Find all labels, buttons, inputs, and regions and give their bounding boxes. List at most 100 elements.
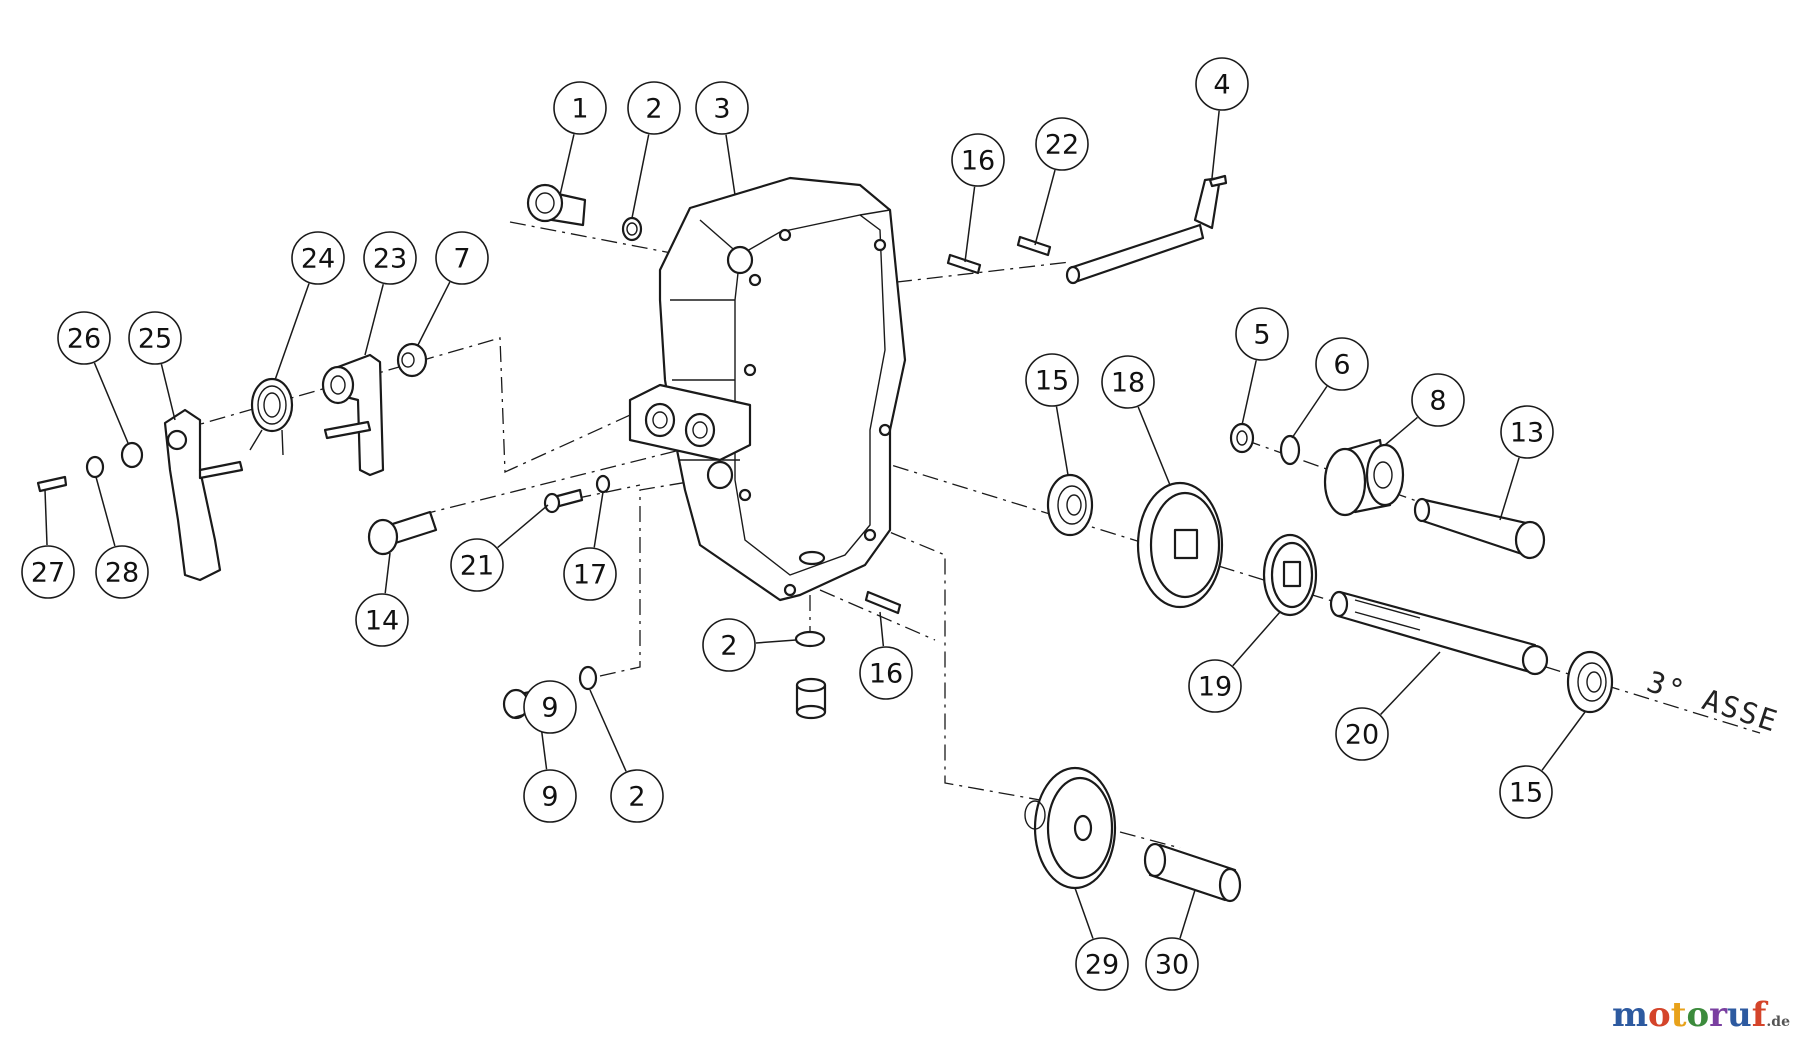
leader-line: [384, 552, 391, 594]
leader-line: [559, 134, 575, 196]
callout-number: 7: [453, 244, 470, 275]
part-nut-5: [1229, 422, 1255, 454]
leader-line: [1232, 611, 1281, 667]
callout-15: 15: [1025, 353, 1079, 407]
leader-line: [1384, 416, 1418, 446]
leader-line: [511, 713, 525, 719]
part-shaft-13: [1413, 497, 1546, 560]
part-pin-lower: [864, 590, 902, 615]
gearbox-housing: [628, 176, 907, 602]
part-screw-27: [36, 475, 68, 493]
leader-line: [160, 364, 176, 421]
callout-number: 4: [1213, 70, 1230, 101]
callout-27: 27: [21, 545, 75, 599]
callout-number: 25: [138, 324, 172, 355]
leader-line: [364, 283, 384, 356]
callout-number: 16: [961, 146, 995, 177]
part-ring: [120, 441, 144, 469]
leader-line: [497, 504, 549, 549]
callout-number: 8: [1429, 386, 1446, 417]
leader-line: [755, 639, 797, 644]
leader-line: [631, 134, 650, 219]
callout-20: 20: [1335, 707, 1389, 761]
leader-line: [964, 186, 976, 263]
callout-3: 3: [695, 81, 749, 135]
callout-15: 15: [1499, 765, 1553, 819]
callout-9: 9: [523, 680, 577, 734]
leader-line: [1137, 406, 1171, 486]
callout-22: 22: [1035, 117, 1089, 171]
callout-number: 27: [31, 558, 65, 589]
callout-number: 6: [1333, 350, 1350, 381]
callout-number: 2: [645, 94, 662, 125]
part-gear-19: [1262, 533, 1318, 617]
part-pivot-pin: [367, 510, 438, 556]
leader-line: [1074, 887, 1094, 939]
callout-number: 2: [720, 631, 737, 662]
callout-13: 13: [1500, 405, 1554, 459]
callout-number: 30: [1155, 950, 1189, 981]
leader-line: [417, 281, 451, 346]
part-washer-17: [595, 474, 611, 494]
callout-number: 13: [1510, 418, 1544, 449]
leader-line: [879, 611, 885, 647]
part-selector-fork: [321, 353, 385, 477]
leader-line: [1179, 889, 1196, 939]
leader-line: [1291, 385, 1328, 439]
callout-number: 1: [571, 94, 588, 125]
callout-7: 7: [435, 231, 489, 285]
callout-26: 26: [57, 311, 111, 365]
leader-line: [93, 362, 129, 444]
callout-17: 17: [563, 547, 617, 601]
leader-line: [1211, 110, 1220, 179]
callout-30: 30: [1145, 937, 1199, 991]
callout-number: 16: [869, 659, 903, 690]
callout-29: 29: [1075, 937, 1129, 991]
callout-24: 24: [291, 231, 345, 285]
part-washer-6: [1279, 434, 1301, 466]
callout-28: 28: [95, 545, 149, 599]
leader-line: [1499, 457, 1520, 521]
part-lever: [163, 408, 244, 582]
leader-line: [725, 134, 736, 196]
part-washer-28: [85, 455, 105, 479]
watermark-logo: motoruf.de: [1612, 995, 1790, 1035]
callout-number: 26: [67, 324, 101, 355]
part-drain-plug-lower: [795, 677, 827, 720]
callout-23: 23: [363, 231, 417, 285]
part-mainshaft: [1329, 590, 1549, 676]
callout-number: 20: [1345, 720, 1379, 751]
callout-number: 19: [1198, 672, 1232, 703]
callout-number: 15: [1035, 366, 1069, 397]
callout-1: 1: [553, 81, 607, 135]
leader-line: [44, 489, 48, 546]
leader-line: [1034, 169, 1056, 246]
part-washer-lower-left: [578, 665, 598, 691]
part-spacer-tube: [1143, 842, 1242, 903]
callout-5: 5: [1235, 307, 1289, 361]
callout-4: 4: [1195, 57, 1249, 111]
callout-16: 16: [859, 646, 913, 700]
callout-number: 22: [1045, 130, 1079, 161]
part-shift-rod: [1065, 174, 1228, 285]
callout-2: 2: [702, 618, 756, 672]
callout-number: 17: [573, 560, 607, 591]
part-torsion-spring: [249, 377, 294, 456]
leader-line: [1241, 360, 1257, 426]
callout-number: 21: [460, 551, 494, 582]
callout-25: 25: [128, 311, 182, 365]
leader-line: [593, 491, 604, 548]
callout-number: 29: [1085, 950, 1119, 981]
leader-line: [274, 283, 310, 381]
part-washer-top: [621, 216, 643, 242]
callout-6: 6: [1315, 337, 1369, 391]
part-gear-18: [1136, 481, 1224, 609]
leader-line: [1380, 651, 1441, 715]
callout-14: 14: [355, 593, 409, 647]
leader-line: [95, 476, 116, 547]
leader-line: [1055, 406, 1069, 476]
part-sprocket-29: [1024, 766, 1117, 890]
part-bearing-left: [1046, 473, 1094, 537]
